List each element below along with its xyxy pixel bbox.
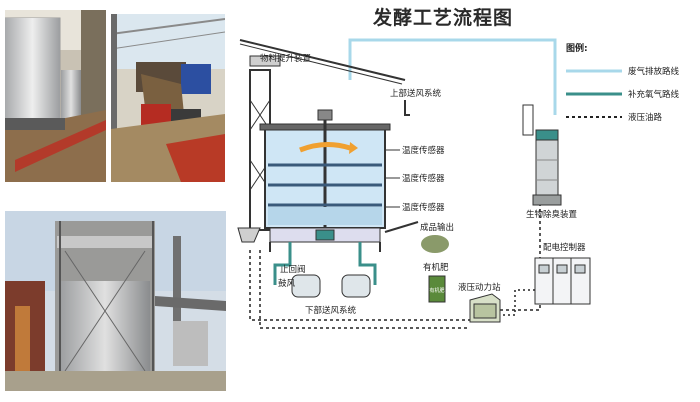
temp-sensor-2-label: 温度传感器 [402,173,445,184]
legend-heading: 图例: [566,42,588,54]
lower-air-label: 下部送风系统 [305,305,357,316]
exhaust-line [348,38,557,115]
temp-sensor-3-label: 温度传感器 [402,202,445,213]
fertilizer-bag-text: 有机肥 [429,287,444,294]
legend-oxygen-label: 补充氧气路线 [628,89,680,100]
photo-conveyor [111,14,225,182]
lifting-device-label: 物料提升装置 [260,53,312,64]
hydraulic-line-main [249,250,470,321]
organic-fertilizer-label: 有机肥 [423,262,449,273]
compost-pile [421,235,449,253]
diagram-title: 发酵工艺流程图 [372,6,513,29]
upper-air-label: 上部送风系统 [390,88,442,99]
temp-sensor-1-label: 温度传感器 [402,145,445,156]
control-cabinet-label: 配电控制器 [543,242,586,253]
deodorizer-label: 生物除臭装置 [526,209,578,220]
hydraulic-line-return [259,250,470,329]
feed-hopper [237,227,261,243]
process-flow-diagram: 发酵工艺流程图 图例: 废气排放路线 补充氧气路线 液压油路 物料提升装置 上部… [237,6,680,329]
oxygen-line-left [273,242,292,285]
product-output-label: 成品输出 [420,222,454,233]
legend-exhaust-label: 废气排放路线 [628,66,680,77]
blower-left [291,274,321,298]
control-signal-line [500,289,535,316]
photo-fermentation-tower [5,211,226,391]
rotation-arrow [299,142,351,153]
check-valve-label: 止回阀 [280,264,306,275]
legend-hydraulic-label: 液压油路 [628,112,663,123]
lifting-conveyor [239,39,406,81]
oxygen-line-right [358,242,377,285]
photo-tanks-exterior [5,10,106,182]
fan-label: 鼓风 [278,278,296,289]
blower-right [341,274,371,298]
hydraulic-station-label: 液压动力站 [458,282,501,293]
output-chute [384,221,419,233]
deodorizer-stack [522,104,534,136]
lifting-hopper [249,55,281,67]
fertilizer-bag [428,275,446,303]
